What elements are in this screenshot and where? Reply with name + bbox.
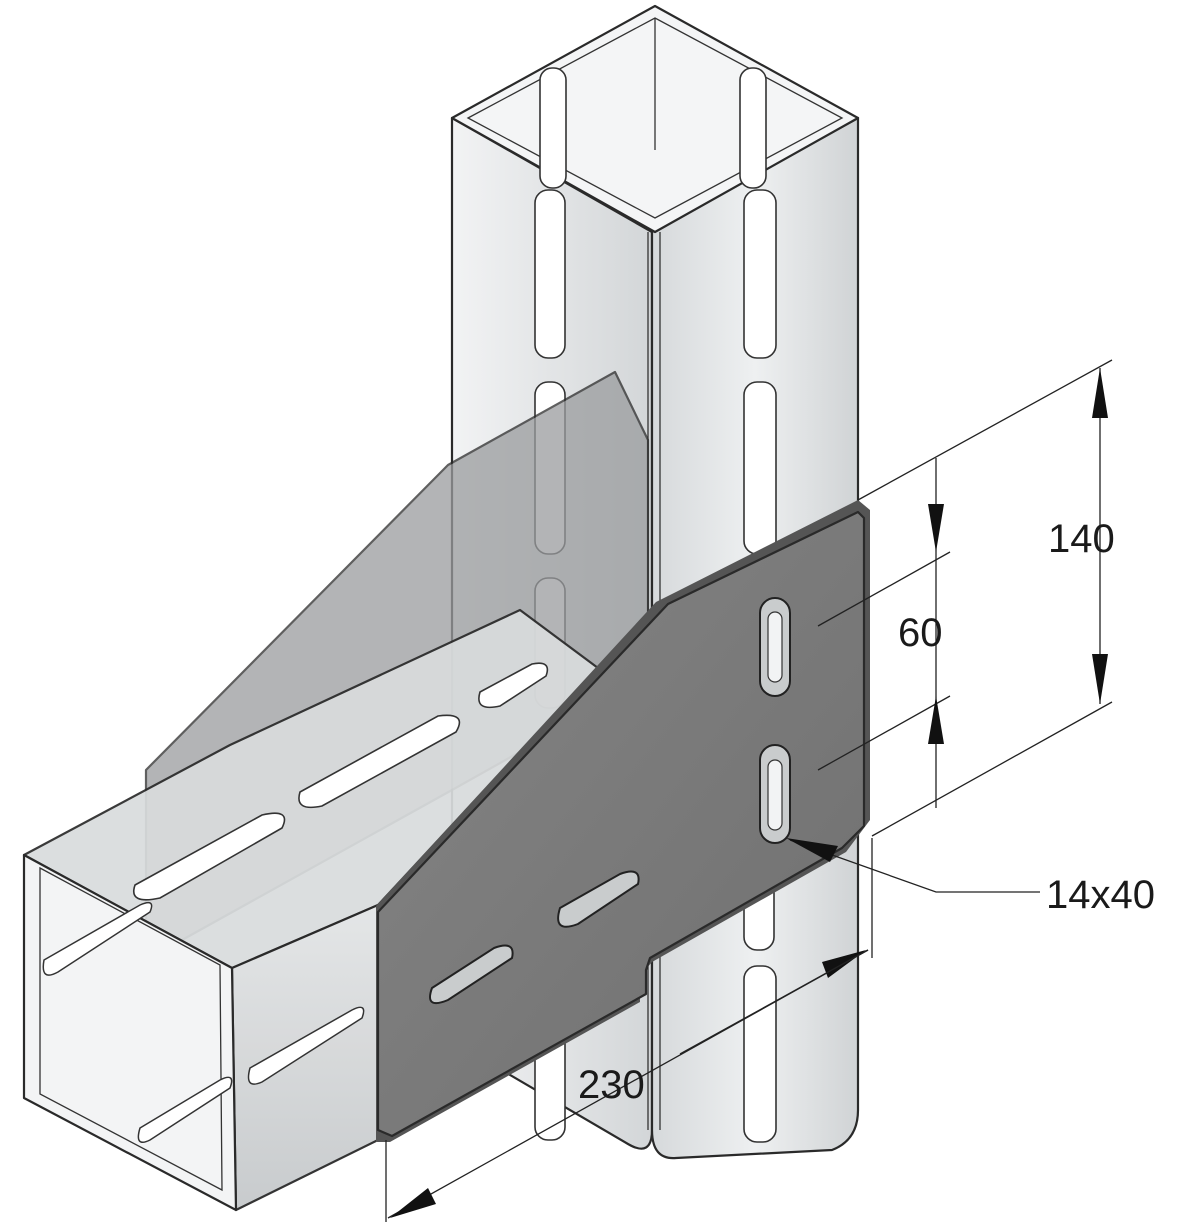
slot (739, 67, 767, 189)
slot (247, 1006, 365, 1085)
label-140: 140 (1048, 517, 1115, 561)
slot (534, 189, 566, 359)
arrow-up (928, 696, 944, 744)
plate-slot-left (429, 944, 514, 1004)
vertical-tube-top-inner (466, 17, 844, 219)
slot (478, 662, 549, 709)
arrow-up (1092, 368, 1108, 418)
dimension-annotations: 140 60 14x40 230 (385, 359, 1155, 1222)
dimension-140: 140 (857, 359, 1115, 837)
slot (743, 381, 777, 555)
slot (539, 67, 567, 189)
plate-slot-mid (557, 870, 640, 928)
slot (298, 714, 461, 809)
horizontal-tube-end-inner (39, 866, 223, 1192)
leader-14x40: 14x40 (786, 838, 1155, 917)
arrow-left (390, 1188, 436, 1218)
arrow-down (1092, 654, 1108, 704)
label-14x40: 14x40 (1046, 873, 1155, 917)
dimension-230: 230 (385, 838, 873, 1222)
arrow-leader (786, 838, 838, 862)
label-230: 230 (578, 1063, 645, 1107)
vertical-tube-right-slots (739, 67, 777, 1143)
slot (743, 189, 777, 359)
dimension-60: 60 (817, 458, 951, 808)
horizontal-tube (22, 608, 600, 1212)
front-bracket-plate (376, 500, 870, 1142)
slot (743, 965, 777, 1143)
arrow-down (928, 504, 944, 552)
label-60: 60 (898, 611, 943, 655)
slot (42, 901, 153, 976)
front-plate-face (376, 510, 866, 1138)
slot (137, 1076, 233, 1143)
slot (133, 812, 286, 901)
